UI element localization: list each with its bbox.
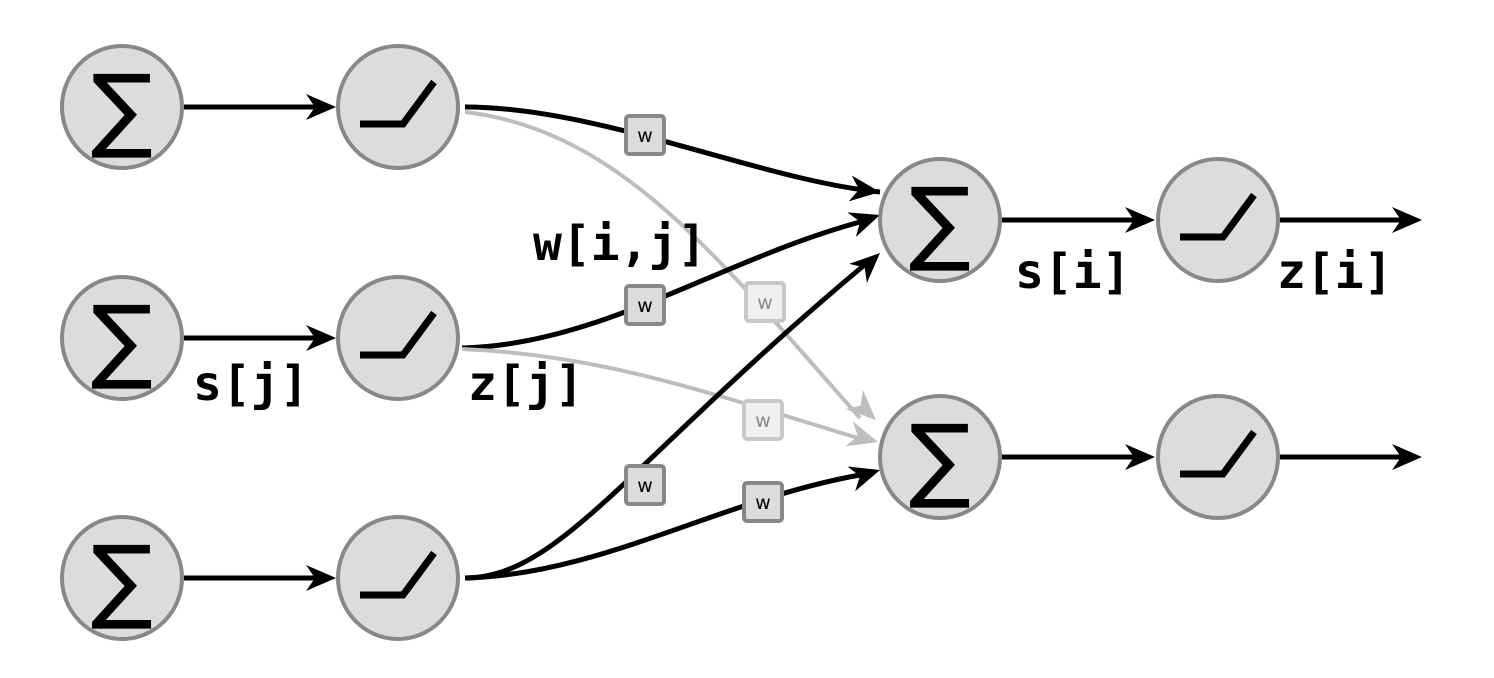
sum-node-input-0 [60,44,184,170]
sum-icon: ∑ [91,55,153,162]
weight-box: w [744,281,786,323]
label-s-i: s[i] [1015,244,1131,300]
relu-icon [1180,429,1257,478]
label-s-j: s[j] [193,356,309,412]
edge-straight-3-arrowhead [1125,207,1155,233]
weight-box-label: w [757,292,773,314]
weight-box: w [742,399,784,441]
edge-top-to-sum-top [464,104,881,195]
label-w-ij: w[i,j] [533,216,706,272]
edge-bottom-to-sum-top [464,260,870,581]
relu-icon [360,550,437,599]
edges [184,94,1422,591]
nodes: ∑ ∑ ∑ ∑ ∑ [60,44,1280,641]
labels: s[j] z[j] w[i,j] s[i] z[i] [193,216,1393,412]
label-z-j: z[j] [468,356,584,412]
edge-straight-5-arrowhead [1392,207,1422,233]
edge-bottom-to-sum-bottom [464,472,861,581]
weight-box: w [624,284,666,326]
weight-box: w [624,114,666,156]
weight-box-label: w [637,295,653,317]
edge-top-to-sum-bottom-arrowhead [845,390,876,420]
weight-box-label: w [637,125,653,147]
weight-boxes: w w w w w w [624,114,786,523]
edge-top-to-sum-top-arrowhead [848,175,880,202]
sum-node-input-1 [60,275,184,401]
relu-icon [1180,192,1257,241]
sum-icon: ∑ [91,526,153,633]
edge-straight-6-arrowhead [1392,444,1422,470]
relu-node-input-2 [336,515,460,641]
relu-node-input-1 [336,275,460,401]
sum-node-output-0 [878,157,1002,283]
edge-mid-to-sum-bottom-arrowhead [845,421,878,447]
edge-mid-to-sum-bottom [461,347,859,440]
sum-icon: ∑ [91,286,153,393]
relu-icon [360,310,437,359]
label-z-i: z[i] [1277,244,1393,300]
edge-top-to-sum-bottom [464,110,862,420]
edge-straight-0-arrowhead [306,94,336,120]
relu-node-output-0 [1156,157,1280,283]
relu-icon [360,79,437,128]
sum-icon: ∑ [909,168,971,275]
weight-box-label: w [755,410,771,432]
edge-mid-to-sum-top-arrowhead [847,212,880,238]
sum-node-input-2 [60,515,184,641]
edge-straight-1-arrowhead [306,325,336,351]
edge-bottom-to-sum-bottom-arrowhead [847,466,880,492]
sum-node-output-1 [878,394,1002,520]
sum-icon: ∑ [909,405,971,512]
weight-box-label: w [755,492,771,514]
weight-box: w [624,464,666,506]
weight-box-label: w [637,475,653,497]
weight-box: w [742,481,784,523]
edge-bottom-to-sum-top-arrowhead [849,253,880,283]
edge-straight-2-arrowhead [306,565,336,591]
relu-node-input-0 [336,44,460,170]
edge-straight-4-arrowhead [1125,444,1155,470]
relu-node-output-1 [1156,394,1280,520]
